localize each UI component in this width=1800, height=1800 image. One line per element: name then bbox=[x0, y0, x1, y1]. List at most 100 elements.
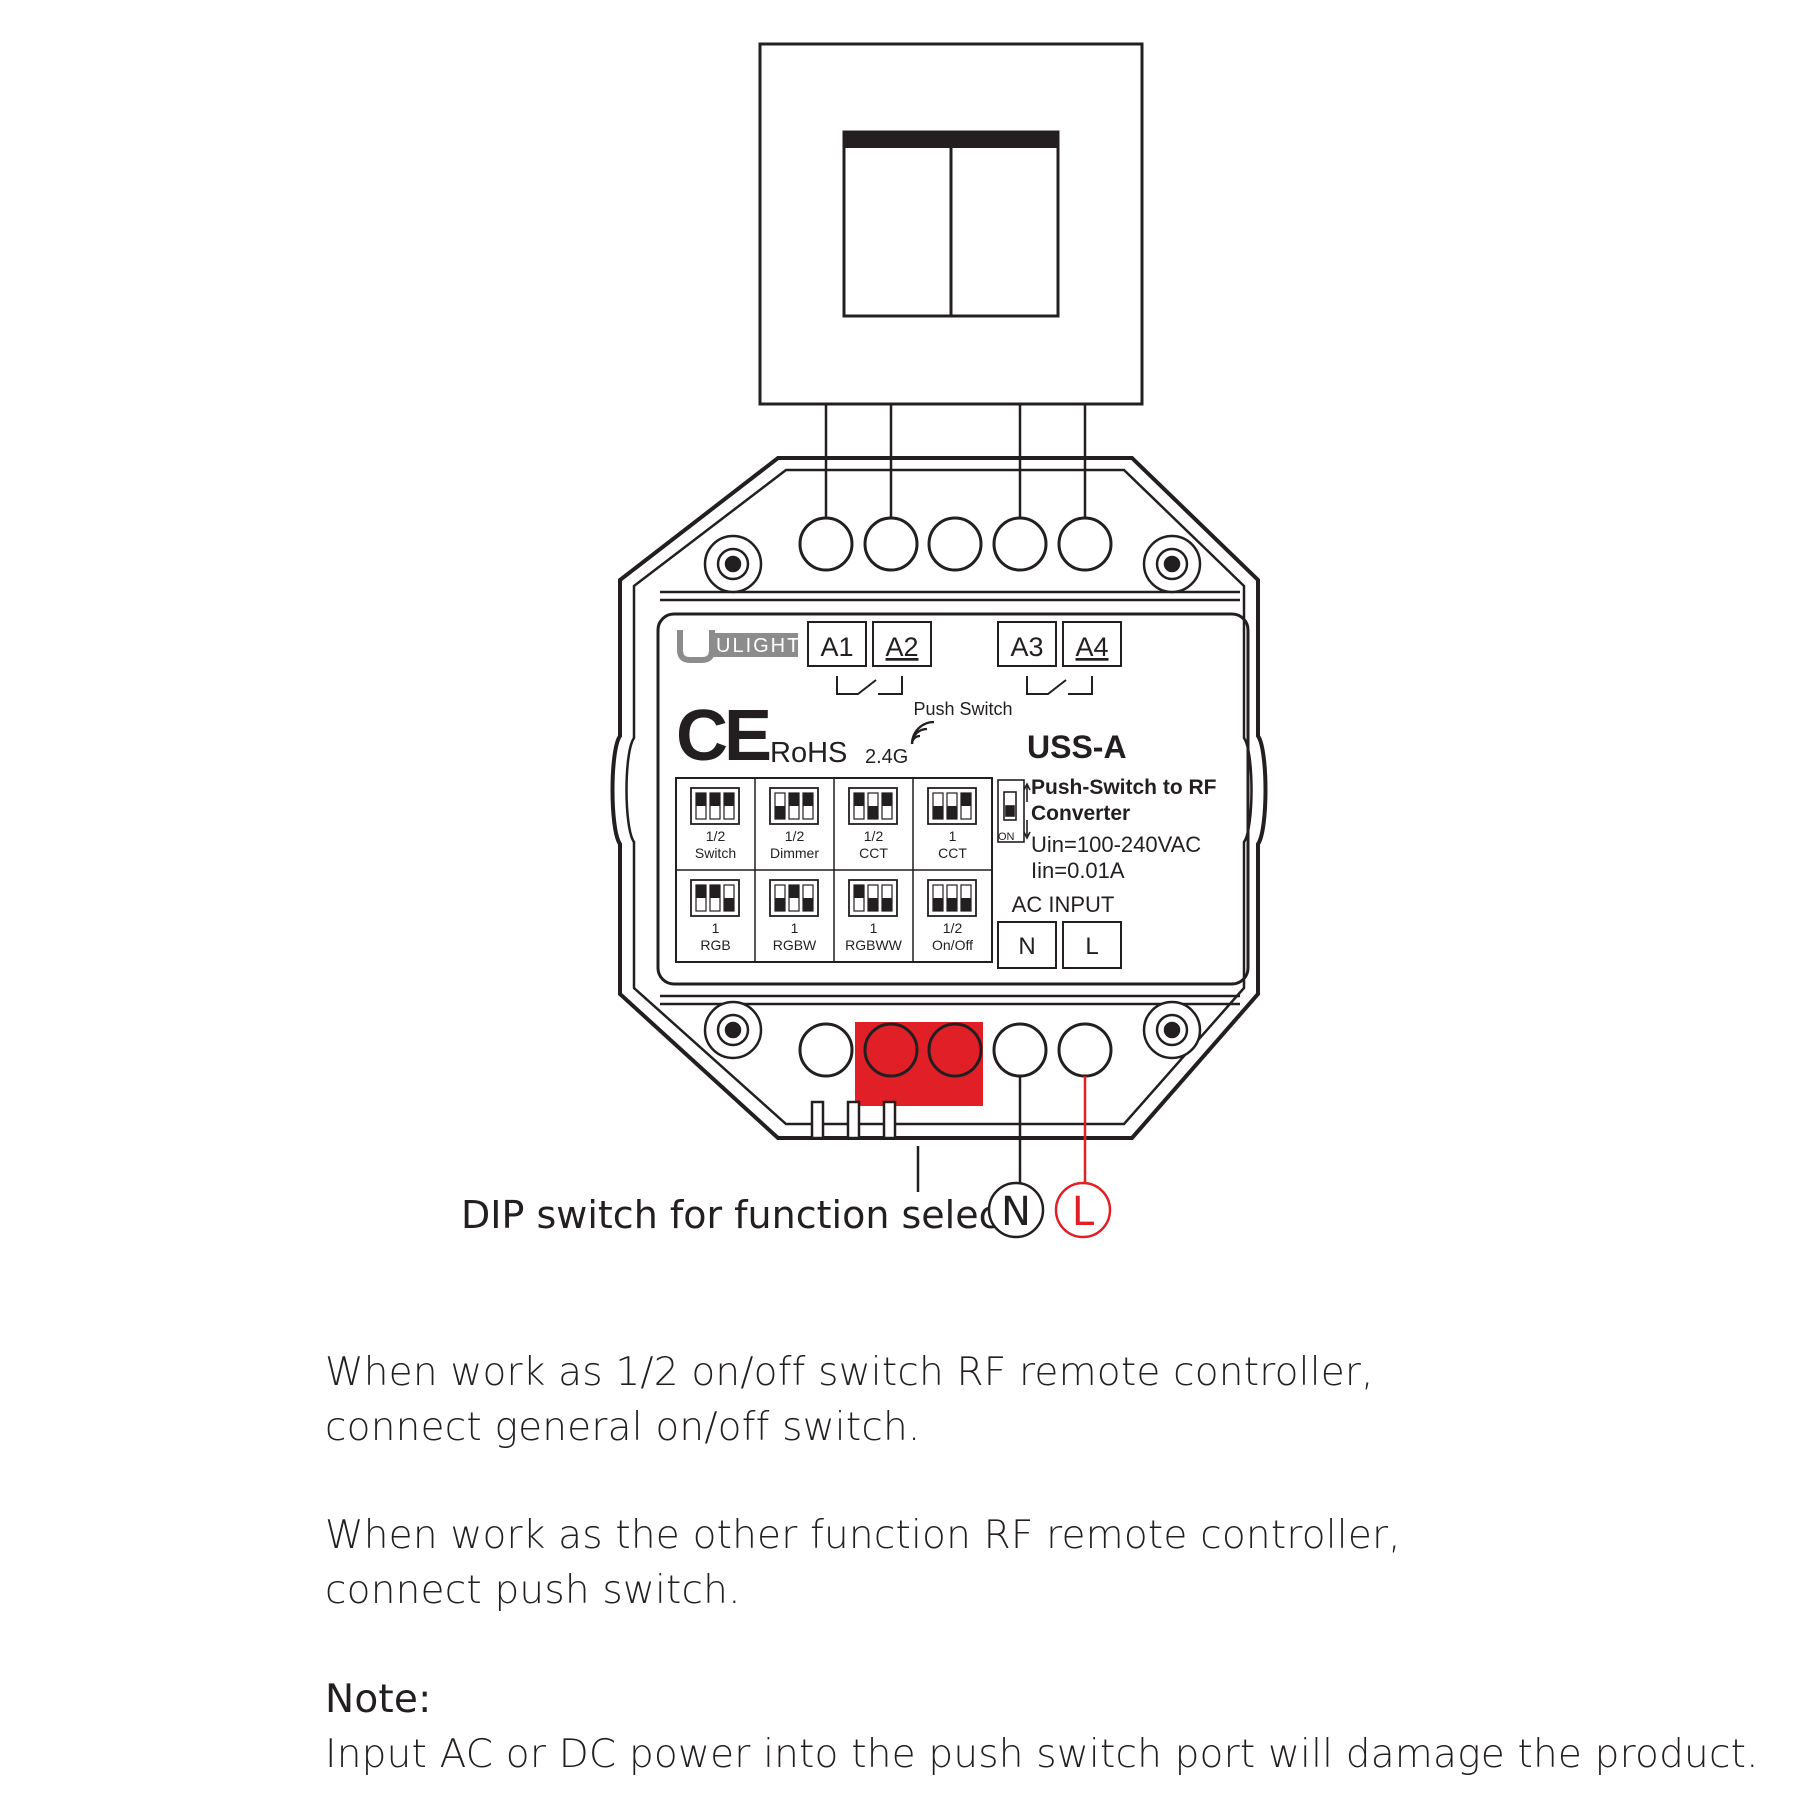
instruction-2-line-1: When work as the other function RF remot… bbox=[325, 1513, 1401, 1558]
voltage-spec: Uin=100-240VAC bbox=[1031, 832, 1201, 857]
dip-lever bbox=[854, 793, 864, 806]
dip-lever bbox=[696, 793, 706, 806]
ac-terminal-l-screw bbox=[1057, 1022, 1113, 1078]
ac-input-label: AC INPUT bbox=[1012, 892, 1115, 917]
dip-lever bbox=[803, 898, 813, 911]
push-terminal-labels bbox=[807, 621, 1122, 695]
screw-top-right bbox=[1142, 534, 1202, 594]
terminal-unused-screw bbox=[927, 516, 983, 572]
bottom-terminal-screw-1 bbox=[798, 1022, 854, 1078]
dip-lever bbox=[789, 885, 799, 898]
note-title: Note: bbox=[325, 1677, 432, 1722]
dip-lever bbox=[933, 806, 943, 819]
dip-mode-top-label: 1/2 bbox=[864, 828, 884, 844]
dip-lever bbox=[961, 793, 971, 806]
model-number: USS-A bbox=[1027, 729, 1127, 765]
bottom-terminal-screw-3 bbox=[927, 1022, 983, 1078]
dip-lever bbox=[710, 793, 720, 806]
dip-lever bbox=[961, 898, 971, 911]
dip-on-label: ON bbox=[998, 831, 1015, 843]
dip-lever bbox=[933, 898, 943, 911]
current-spec: Iin=0.01A bbox=[1031, 858, 1125, 883]
callout-lines bbox=[916, 1076, 1087, 1192]
terminal-a1-screw bbox=[798, 516, 854, 572]
dip-on-indicator bbox=[997, 779, 1031, 843]
device-housing bbox=[610, 456, 1268, 1140]
screw-bottom-left bbox=[703, 1000, 763, 1060]
instruction-paragraph-1: When work as 1/2 on/off switch RF remote… bbox=[325, 1345, 1374, 1455]
mounting-screws bbox=[703, 534, 1202, 1060]
instruction-1-line-1: When work as 1/2 on/off switch RF remote… bbox=[325, 1350, 1374, 1395]
band-label: 2.4G bbox=[865, 746, 908, 768]
rocker-switch bbox=[842, 130, 1060, 318]
dip-mode-bottom-label: Switch bbox=[695, 845, 736, 861]
dip-mode-top-label: 1/2 bbox=[785, 828, 805, 844]
terminal-a1-label: A1 bbox=[820, 632, 853, 662]
live-callout-text: L bbox=[1072, 1189, 1095, 1235]
dip-mode-bottom-label: CCT bbox=[859, 845, 888, 861]
screw-top-left bbox=[703, 534, 763, 594]
ac-terminal-l-label: L bbox=[1085, 933, 1098, 960]
product-name-line1: Push-Switch to RF bbox=[1031, 776, 1217, 799]
brand-logo-text: ULIGHT bbox=[716, 635, 801, 657]
dip-lever bbox=[947, 806, 957, 819]
dip-lever bbox=[789, 793, 799, 806]
push-switch-label: Push Switch bbox=[913, 699, 1012, 719]
rohs-mark: RoHS bbox=[770, 737, 847, 769]
live-callout: L bbox=[1054, 1181, 1112, 1239]
dip-lever bbox=[882, 793, 892, 806]
dip-lever bbox=[882, 898, 892, 911]
terminal-a4-screw bbox=[1057, 516, 1113, 572]
dip-mode-top-label: 1 bbox=[791, 920, 799, 936]
dip-mode-bottom-label: RGBWW bbox=[845, 937, 903, 953]
terminal-a3-label: A3 bbox=[1010, 632, 1043, 662]
terminal-a4-label: A4 bbox=[1075, 632, 1108, 662]
dip-mode-top-label: 1/2 bbox=[706, 828, 726, 844]
instruction-2-line-2: connect push switch. bbox=[325, 1568, 741, 1613]
dip-switch-pins bbox=[810, 1100, 897, 1140]
note-body: Input AC or DC power into the push switc… bbox=[325, 1732, 1759, 1777]
ac-terminal-n-screw bbox=[992, 1022, 1048, 1078]
dip-mode-top-label: 1 bbox=[870, 920, 878, 936]
instruction-paragraph-2: When work as the other function RF remot… bbox=[325, 1508, 1401, 1618]
wireless-icon bbox=[910, 720, 935, 745]
top-terminal-screws bbox=[798, 516, 1113, 572]
dip-lever bbox=[724, 898, 734, 911]
neutral-callout: N bbox=[987, 1181, 1045, 1239]
product-name-line2: Converter bbox=[1031, 802, 1130, 825]
dip-mode-top-label: 1 bbox=[712, 920, 720, 936]
dip-mode-bottom-label: CCT bbox=[938, 845, 967, 861]
push-switch-plate bbox=[758, 42, 1144, 406]
screw-bottom-right bbox=[1142, 1000, 1202, 1060]
switch-wires bbox=[824, 404, 1087, 518]
dip-mode-table: 1/2Switch1/2Dimmer1/2CCT1CCT1RGB1RGBW1RG… bbox=[675, 777, 993, 963]
dip-mode-bottom-label: Dimmer bbox=[770, 845, 819, 861]
dip-lever bbox=[947, 898, 957, 911]
terminal-a2-label: A2 bbox=[885, 632, 918, 662]
dip-lever bbox=[775, 806, 785, 819]
instruction-1-line-2: connect general on/off switch. bbox=[325, 1405, 921, 1450]
dip-lever bbox=[868, 898, 878, 911]
note-section: Note: Input AC or DC power into the push… bbox=[325, 1672, 1759, 1782]
dip-lever bbox=[710, 885, 720, 898]
terminal-a2-screw bbox=[863, 516, 919, 572]
dip-lever bbox=[868, 806, 878, 819]
dip-lever bbox=[803, 793, 813, 806]
dip-switch-callout: DIP switch for function select bbox=[461, 1193, 1014, 1237]
bottom-terminal-screws bbox=[798, 1022, 1113, 1078]
dip-mode-top-label: 1 bbox=[949, 828, 957, 844]
dip-mode-top-label: 1/2 bbox=[943, 920, 963, 936]
dip-mode-bottom-label: RGB bbox=[700, 937, 730, 953]
brand-logo: ULIGHT bbox=[677, 630, 801, 663]
bottom-terminal-screw-2 bbox=[863, 1022, 919, 1078]
dip-mode-cell: 1/2On/Off bbox=[927, 879, 977, 953]
ac-terminal-n-label: N bbox=[1018, 933, 1035, 960]
